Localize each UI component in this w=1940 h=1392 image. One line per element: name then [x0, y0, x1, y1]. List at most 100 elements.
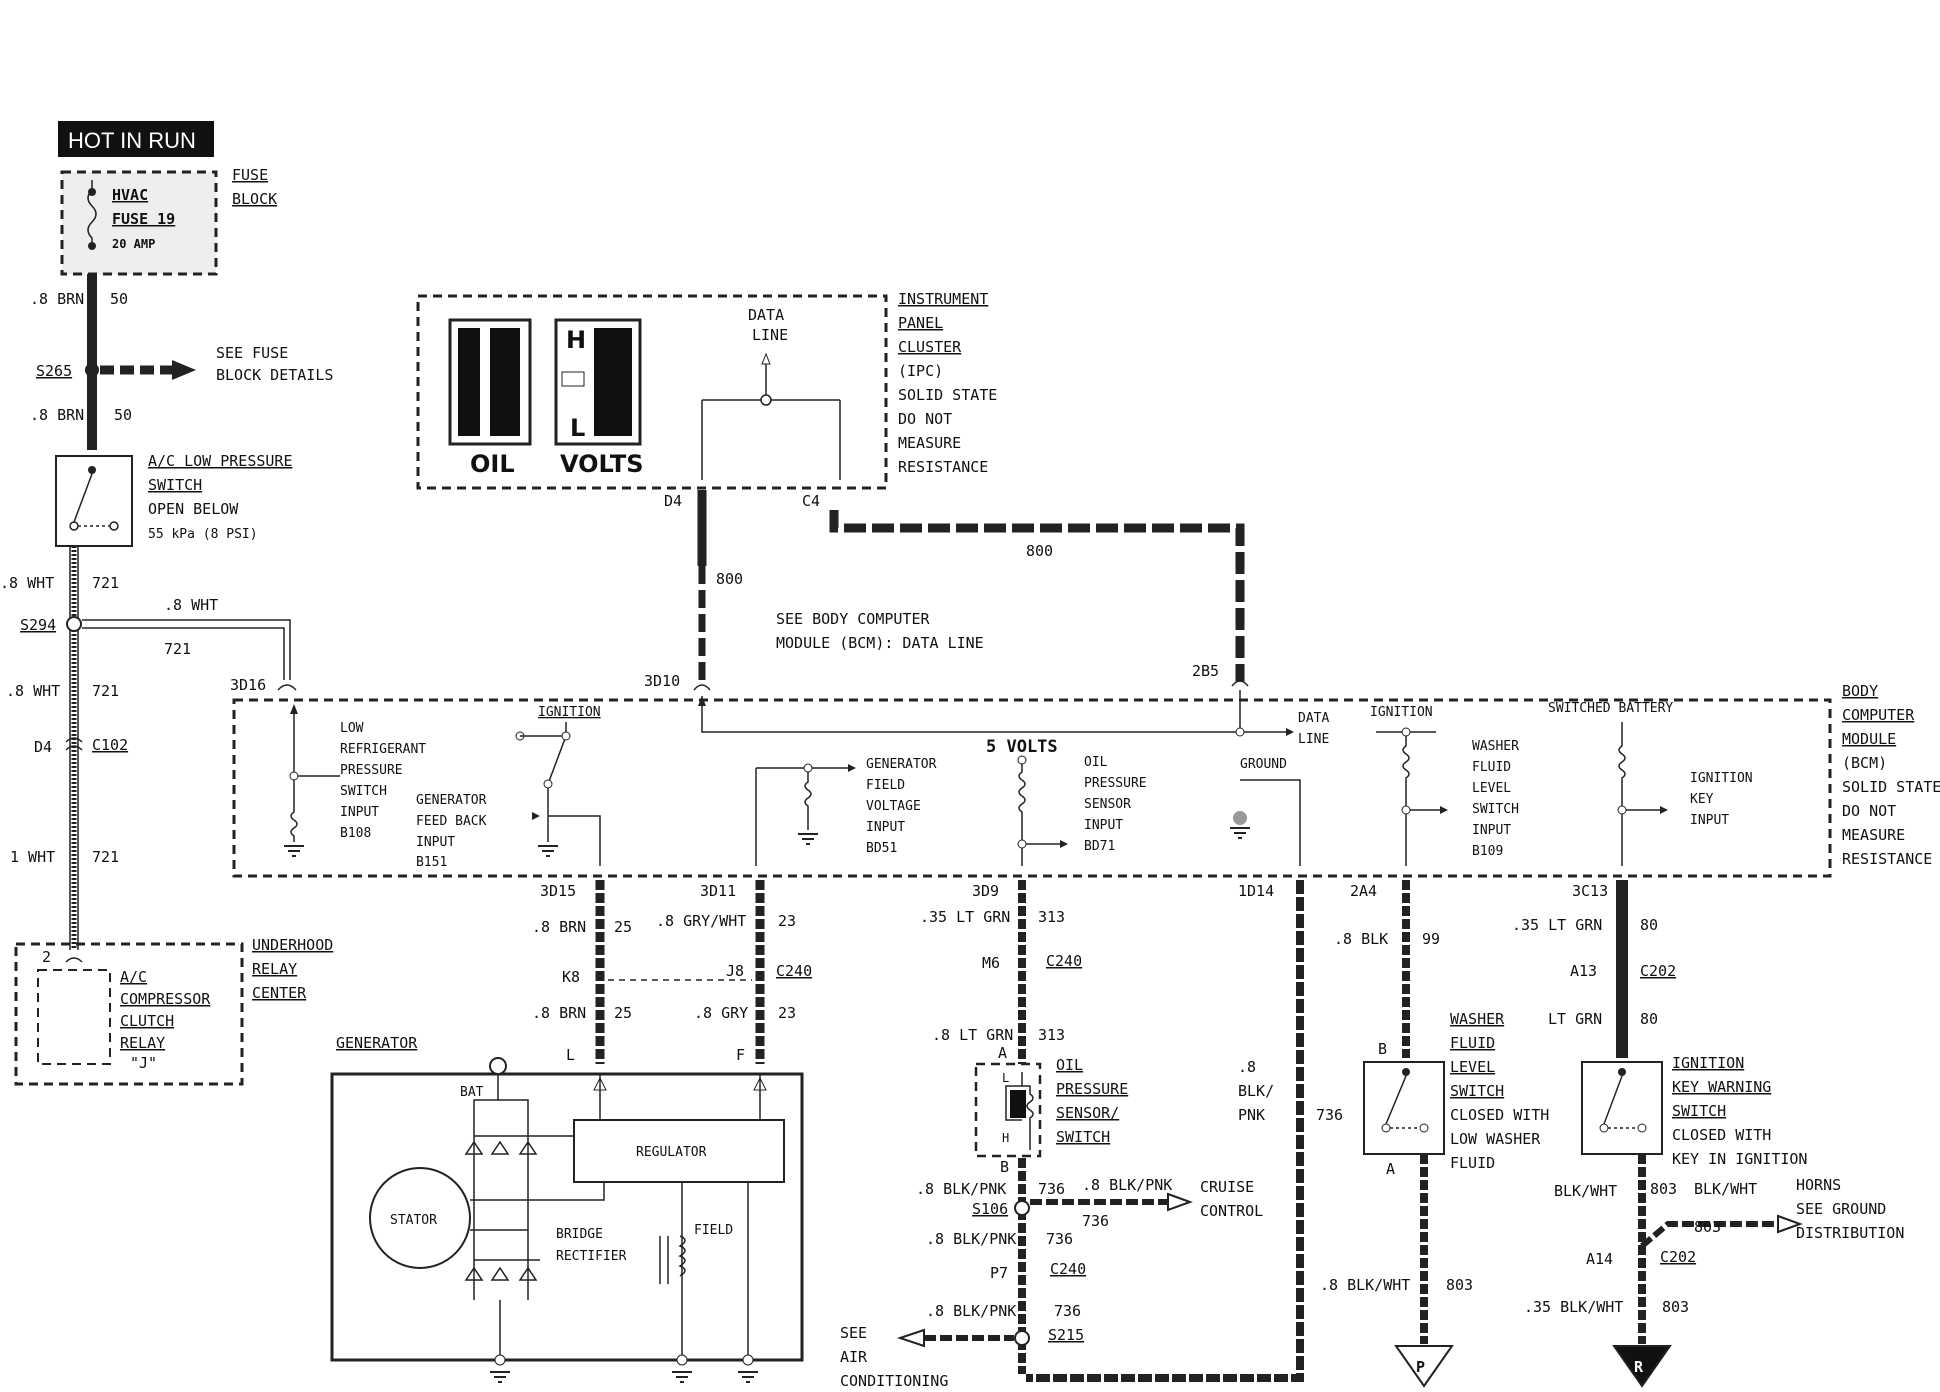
wire-label: BLK/ — [1238, 1082, 1274, 1100]
wire-number: 50 — [110, 290, 128, 308]
wire-number: 721 — [92, 682, 119, 700]
horns-label: DISTRIBUTION — [1796, 1224, 1904, 1242]
connector-label: C240 — [1046, 952, 1082, 970]
bcm-input-label: SENSOR — [1084, 797, 1131, 812]
stator-label: STATOR — [390, 1213, 437, 1228]
underhood-relay-center — [14, 942, 244, 1086]
connector-icon — [277, 684, 297, 691]
volts-gauge-label: VOLTS — [560, 450, 644, 478]
see-bcm-note: MODULE (BCM): DATA LINE — [776, 634, 984, 652]
wire-number: 803 — [1694, 1218, 1721, 1236]
oil-sensor-title: PRESSURE — [1056, 1080, 1128, 1098]
connector-label: C240 — [1050, 1260, 1086, 1278]
key-switch-title: IGNITION — [1672, 1054, 1744, 1072]
bcm-title: MODULE — [1842, 730, 1896, 748]
wire-label: .8 BRN — [532, 918, 586, 936]
wire-label: .8 BRN — [30, 290, 84, 308]
low-ref-circuit — [290, 710, 340, 842]
wire-number: 800 — [716, 570, 743, 588]
bcm-input-label: OIL — [1084, 755, 1108, 770]
svg-text:HOT IN RUN: HOT IN RUN — [68, 128, 196, 153]
wire-blkpnk-ground — [1026, 880, 1304, 1382]
bcm-input-label: INPUT — [1084, 818, 1123, 833]
wire-label: .35 LT GRN — [1512, 916, 1602, 934]
ground-icon — [798, 833, 818, 845]
svg-text:20 AMP: 20 AMP — [112, 237, 155, 251]
fuse-block: HVAC FUSE 19 20 AMP — [60, 170, 218, 276]
connector-label: 3D10 — [644, 672, 680, 690]
wire-label: .8 BRN — [30, 406, 84, 424]
arrow-right-icon — [172, 360, 196, 380]
ac-switch-note: OPEN BELOW — [148, 500, 239, 518]
wire-label: .8 GRY — [694, 1004, 748, 1022]
oil-sensor-title: SWITCH — [1056, 1128, 1110, 1146]
washer-input-circuit — [1376, 731, 1440, 866]
connector-label: 1D14 — [1238, 882, 1274, 900]
ground-icon — [738, 1371, 758, 1383]
connector-label: 3D16 — [230, 676, 266, 694]
body-computer-module — [232, 698, 1832, 878]
wire-number: 721 — [164, 640, 191, 658]
wire-label: .8 WHT — [164, 596, 218, 614]
connector-icon — [1231, 680, 1249, 687]
connector-label: C202 — [1640, 962, 1676, 980]
ipc-title: INSTRUMENT — [898, 290, 988, 308]
pin-label: A — [1386, 1160, 1395, 1178]
see-fuse-label: BLOCK DETAILS — [216, 366, 333, 384]
wire-label: .8 LT GRN — [932, 1026, 1013, 1044]
bcm-data-line-label: DATA — [1298, 711, 1329, 726]
ac-switch-title: A/C LOW PRESSURE — [148, 452, 293, 470]
oil-gauge-low: L — [502, 408, 517, 436]
wire-wht-to-bcm — [82, 619, 291, 680]
wire-number: 80 — [1640, 916, 1658, 934]
wire-number: 803 — [1446, 1276, 1473, 1294]
connector-icon — [693, 684, 711, 691]
relay-center-title: RELAY — [252, 960, 297, 978]
connector-label: 3C13 — [1572, 882, 1608, 900]
connector-r-label: R — [1634, 1358, 1644, 1376]
washer-switch-note: CLOSED WITH — [1450, 1106, 1549, 1124]
bcm-data-line — [701, 690, 1286, 733]
bcm-title: BODY — [1842, 682, 1878, 700]
oil-sensor-title: OIL — [1056, 1056, 1083, 1074]
wire-label: LT GRN — [1548, 1010, 1602, 1028]
oil-pressure-sensor — [974, 1062, 1042, 1158]
bcm-input-label: INPUT — [1472, 823, 1511, 838]
ac-low-pressure-switch — [55, 455, 133, 547]
bcm-note: DO NOT — [1842, 802, 1896, 820]
wire-label: .8 — [1238, 1058, 1256, 1076]
cruise-label: CONTROL — [1200, 1202, 1263, 1220]
bcm-input-label: LEVEL — [1472, 781, 1511, 796]
relay-name: CLUTCH — [120, 1012, 174, 1030]
connector-label: D4 — [664, 492, 682, 510]
oil-sensor-input-circuit — [1018, 760, 1060, 866]
volts-gauge-low: L — [570, 414, 585, 442]
ipc-data-line-label: LINE — [752, 326, 788, 344]
five-volts-label: 5 VOLTS — [986, 737, 1058, 757]
wire-label: .8 GRY/WHT — [656, 912, 746, 930]
field-label: FIELD — [694, 1223, 733, 1238]
bcm-input-label: WASHER — [1472, 739, 1519, 754]
ground-icon — [672, 1371, 692, 1383]
wire-number: 721 — [92, 574, 119, 592]
generator — [330, 1057, 804, 1383]
connector-label: J8 — [726, 962, 744, 980]
bcm-ground-label: GROUND — [1240, 757, 1287, 772]
ipc-title: PANEL — [898, 314, 943, 332]
relay-name: RELAY — [120, 1034, 165, 1052]
regulator-label: REGULATOR — [636, 1145, 707, 1160]
connector-label: C4 — [802, 492, 820, 510]
relay-center-title: CENTER — [252, 984, 307, 1002]
wire-number: 736 — [1316, 1106, 1343, 1124]
connector-c102 — [65, 737, 83, 751]
wire-number: 23 — [778, 912, 796, 930]
wire-number: 99 — [1422, 930, 1440, 948]
splice-s215 — [1014, 1330, 1030, 1346]
see-ac-label: SEE — [840, 1324, 867, 1342]
washer-switch-title: WASHER — [1450, 1010, 1505, 1028]
connector-label: C202 — [1660, 1248, 1696, 1266]
bcm-input-label: FIELD — [866, 778, 905, 793]
wire-label: .35 LT GRN — [920, 908, 1010, 926]
pin-label: L — [566, 1046, 575, 1064]
